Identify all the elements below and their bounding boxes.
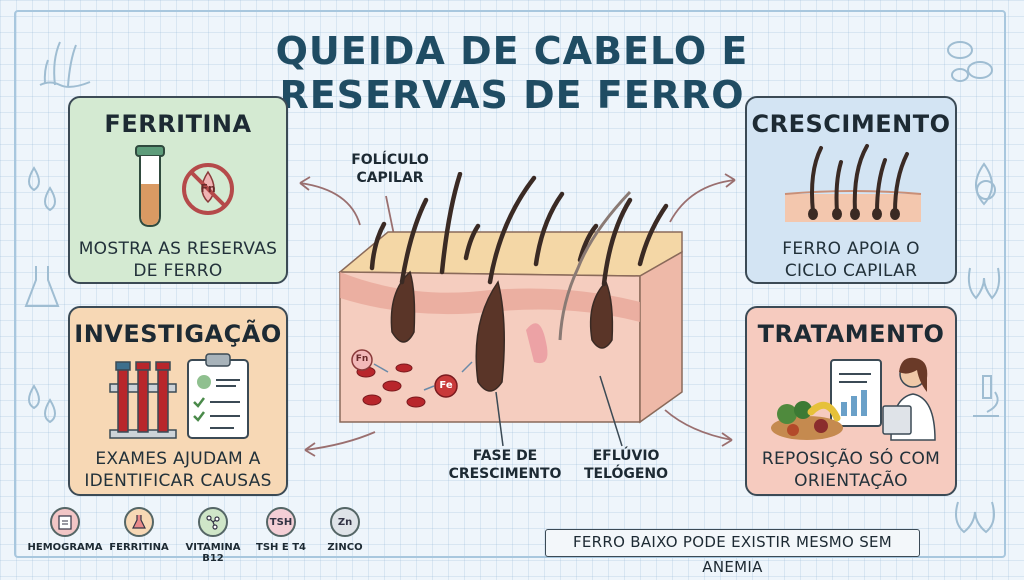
card-ferritina: FERRITINA Fn MOSTRA AS RESERVAS DE FERRO (68, 96, 288, 284)
blood-tubes-icon (109, 361, 177, 439)
chip-tsh: TSH (266, 507, 296, 537)
card-crescimento: CRESCIMENTO FERRO APOIA O CICLO CAPILAR (745, 96, 957, 284)
fn-drop-deco-icon (975, 162, 996, 206)
blood-cells-deco-icon (947, 41, 993, 82)
card-tratamento-desc-line-1: REPOSIÇÃO SÓ COM (761, 449, 941, 469)
card-investigacao: INVESTIGAÇÃO EXAMES AJUDAM A IDENTIFICAR… (68, 306, 288, 496)
growing-hair-icon (784, 144, 922, 222)
chip-hemograma-label: HEMOGRAMA (27, 542, 103, 553)
card-ferritina-heading: FERRITINA (104, 110, 252, 138)
clipboard-icon (58, 515, 72, 530)
chip-tsh-label: TSH E T4 (256, 542, 306, 553)
no-iron-icon (182, 163, 234, 215)
thyroid-deco-icon (967, 267, 1001, 300)
hair-follicle-deco-icon (39, 41, 91, 88)
page-frame (14, 10, 1006, 558)
card-crescimento-desc-line-2: CICLO CAPILAR (784, 261, 918, 281)
label-foliculo-line-1: FOLÍCULO (351, 152, 429, 168)
card-investigacao-heading: INVESTIGAÇÃO (74, 320, 282, 348)
chip-ferritina (124, 507, 154, 537)
skin-cross-section-diagram (337, 172, 683, 424)
card-crescimento-heading: CRESCIMENTO (751, 110, 951, 138)
card-ferritina-desc-line-2: DE FERRO (133, 261, 223, 281)
test-tube-icon (135, 145, 165, 228)
microscope-deco-icon (973, 375, 999, 417)
cell-fn-text: Fn (355, 354, 369, 364)
card-tratamento-desc-line-2: ORIENTAÇÃO (794, 471, 908, 491)
label-telogen-line-2: TELÓGENO (583, 466, 669, 482)
page-title-line-1: QUEIDA DE CABELO E (275, 29, 749, 73)
drops-deco-icon-2 (28, 384, 56, 424)
flask-deco-icon (24, 266, 60, 307)
card-investigacao-desc-line-2: IDENTIFICAR CAUSAS (84, 471, 272, 491)
chip-zinco-label: ZINCO (327, 542, 363, 553)
label-growth-line-1: FASE DE (472, 448, 538, 464)
chip-zinco: Zn (330, 507, 360, 537)
bottom-note: FERRO BAIXO PODE EXISTIR MESMO SEM ANEMI… (545, 529, 920, 576)
label-growth-line-2: CRESCIMENTO (448, 466, 562, 482)
card-investigacao-desc-line-1: EXAMES AJUDAM A (95, 449, 261, 469)
no-iron-icon-text: Fn (200, 182, 216, 195)
chip-vitamina-b12-label: VITAMINA B12 (185, 542, 241, 564)
checklist-icon (187, 353, 249, 439)
food-and-doctor-icon (771, 357, 936, 441)
card-crescimento-desc-line-1: FERRO APOIA O (782, 239, 920, 259)
card-tratamento-heading: TRATAMENTO (757, 320, 945, 348)
molecule-icon (206, 515, 220, 530)
cell-fe-text: Fe (439, 380, 453, 391)
chip-hemograma (50, 507, 80, 537)
page-title-line-2: RESERVAS DE FERRO (279, 73, 745, 117)
card-ferritina-desc-line-1: MOSTRA AS RESERVAS (78, 239, 278, 259)
drops-deco-icon (28, 166, 56, 212)
chip-vitamina-b12 (198, 507, 228, 537)
chip-ferritina-label: FERRITINA (109, 542, 169, 553)
label-foliculo-line-2: CAPILAR (356, 170, 424, 186)
flask-icon (132, 515, 146, 529)
card-tratamento: TRATAMENTO REPOSIÇÃO SÓ COM ORIENTAÇÃO (745, 306, 957, 496)
thyroid-bottom-deco-icon (955, 501, 995, 534)
label-telogen-line-1: EFLÚVIO (592, 448, 660, 464)
